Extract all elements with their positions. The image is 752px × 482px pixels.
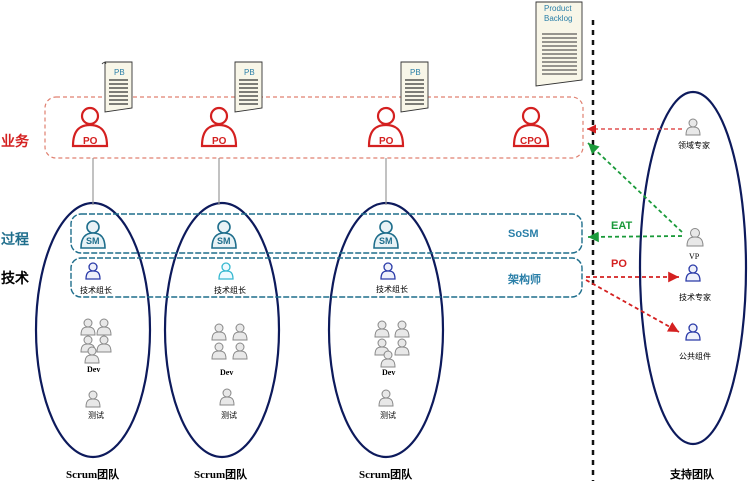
tech-expert-person-icon [685, 264, 701, 282]
domain-expert-label: 领域专家 [678, 141, 710, 150]
architect-band-title: 架构师 [508, 274, 541, 286]
business-row-label: 业务 [1, 133, 29, 149]
po-label: PO [379, 136, 394, 147]
po-person-icon [71, 106, 109, 148]
sosm-band-title: SoSM [508, 228, 539, 240]
support-team-ellipse [638, 90, 748, 446]
process-row-label: 过程 [1, 231, 29, 247]
pb-document [101, 61, 133, 113]
test-person-icon [219, 388, 235, 406]
dev-person-icon [394, 320, 410, 338]
po-label: PO [212, 136, 227, 147]
common-component-person-icon [685, 323, 701, 341]
cpo-label: CPO [520, 136, 542, 147]
scrum-team-label: Scrum团队 [66, 469, 120, 481]
vp-label: VP [689, 252, 700, 261]
dev-person-icon [211, 342, 227, 360]
pb-label: PB [114, 68, 125, 77]
dev-label: Dev [220, 368, 234, 377]
eat-arrow-label: EAT [611, 220, 633, 232]
dev-person-icon [80, 335, 96, 353]
pb-document [234, 61, 263, 113]
dev-person-icon [96, 318, 112, 336]
tech-lead-label: 技术组长 [376, 285, 408, 294]
test-label: 测试 [88, 411, 104, 420]
product-backlog-label: Product Backlog [544, 4, 573, 23]
dev-label: Dev [382, 368, 396, 377]
dev-person-icon [96, 335, 112, 353]
dev-person-icon [394, 338, 410, 356]
tech-lead-person-icon [85, 262, 101, 280]
architect-band [70, 257, 583, 298]
tech-lead-person-icon [218, 262, 234, 280]
dev-person-icon [84, 346, 100, 364]
dev-person-icon [80, 318, 96, 336]
pb-document [400, 61, 429, 113]
tech-lead-person-icon [380, 262, 396, 280]
vp-eat-arrow [587, 231, 683, 243]
cpo-person-icon [512, 106, 550, 148]
scrum-team-label: Scrum团队 [194, 469, 248, 481]
dev-person-icon [374, 320, 390, 338]
tech-expert-label: 技术专家 [679, 293, 711, 302]
vp-person-icon [686, 228, 704, 247]
sm-label: SM [379, 236, 393, 246]
test-label: 测试 [380, 411, 396, 420]
po-person-icon [200, 106, 238, 148]
tech-lead-label: 技术组长 [214, 286, 246, 295]
scrum-team-label: Scrum团队 [359, 469, 413, 481]
po-person-icon [367, 106, 405, 148]
scrum-team-2-ellipse [163, 201, 281, 459]
sosm-band [70, 213, 583, 254]
common-component-label: 公共组件 [679, 352, 711, 361]
test-person-icon [378, 389, 394, 407]
po-to-common-component-arrow [585, 279, 680, 333]
vp-to-business-arrow [587, 142, 683, 233]
product-backlog-document [535, 1, 583, 87]
sm-label: SM [217, 236, 231, 246]
tech-row-label: 技术 [1, 270, 29, 286]
test-person-icon [85, 390, 101, 408]
dev-person-icon [232, 323, 248, 341]
test-label: 测试 [221, 411, 237, 420]
domain-expert-person-icon [685, 118, 701, 136]
dev-person-icon [380, 350, 396, 368]
sm-person-icon [211, 220, 237, 249]
sm-label: SM [86, 236, 100, 246]
tech-lead-label: 技术组长 [80, 286, 112, 295]
sm-person-icon [80, 220, 106, 249]
dev-label: Dev [87, 365, 101, 374]
support-team-label: 支持团队 [670, 469, 714, 481]
pb-label: PB [410, 68, 421, 77]
dev-person-icon [374, 338, 390, 356]
pb-label: PB [244, 68, 255, 77]
po-arrow-label: PO [611, 258, 627, 270]
po-label: PO [83, 136, 98, 147]
dev-person-icon [211, 323, 227, 341]
business-band [44, 96, 584, 159]
dev-person-icon [232, 342, 248, 360]
sm-person-icon [373, 220, 399, 249]
